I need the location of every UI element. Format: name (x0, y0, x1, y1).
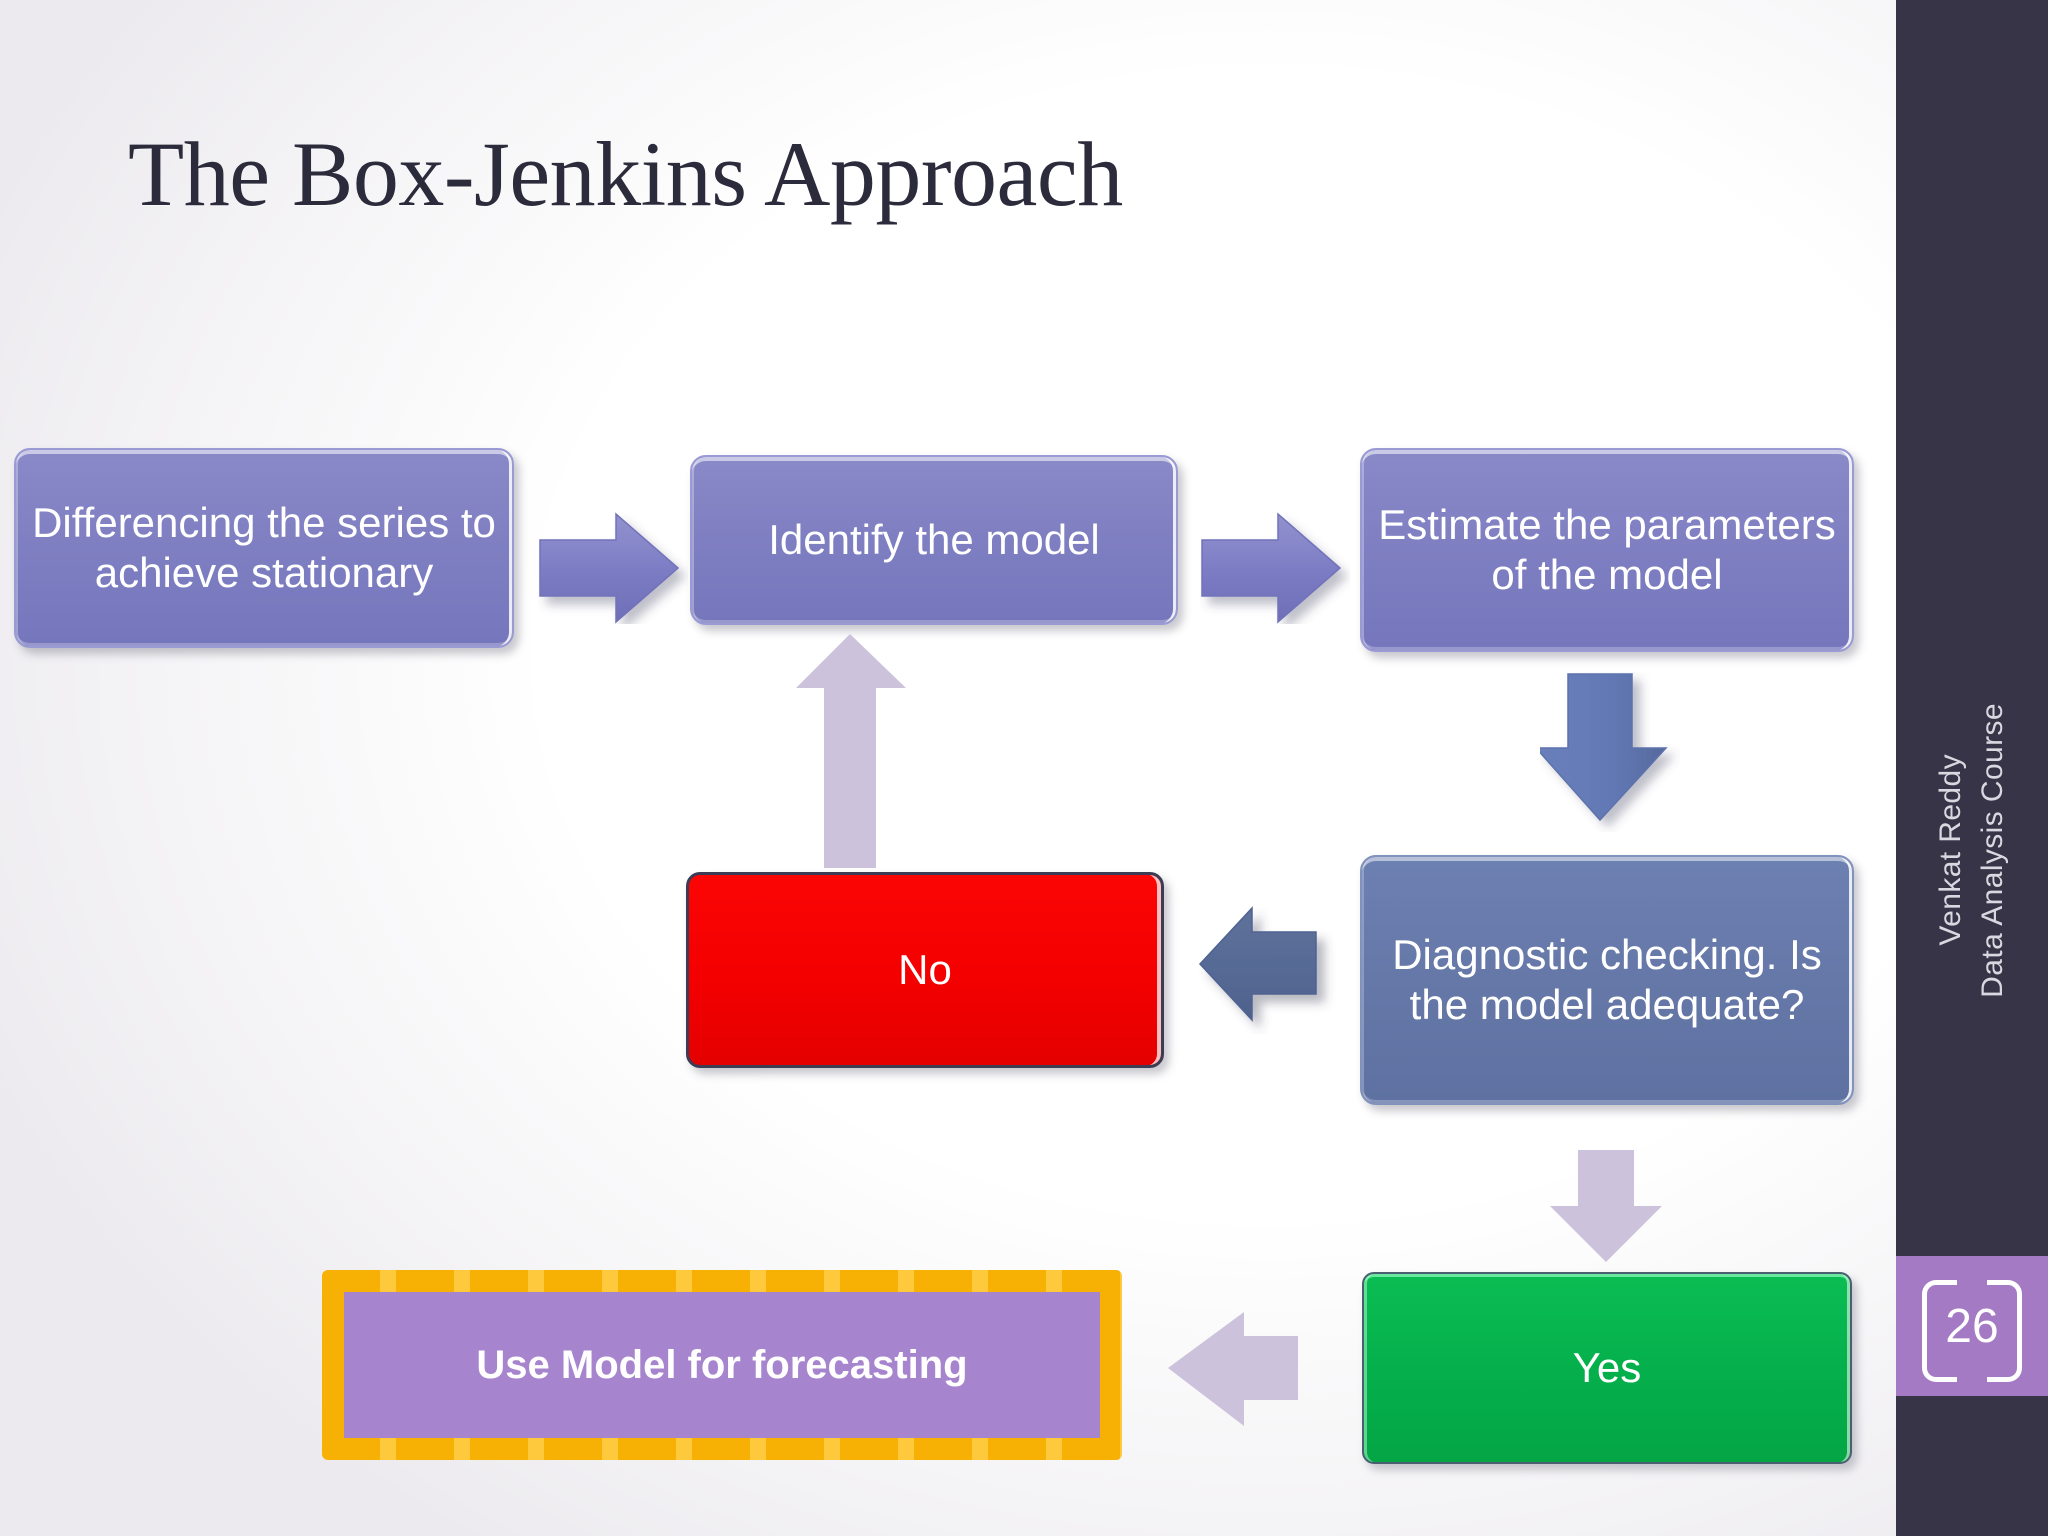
page-title: The Box-Jenkins Approach (128, 123, 1123, 225)
flow-node-estimate-label: Estimate the parameters of the model (1378, 501, 1836, 598)
flow-node-identify-label: Identify the model (768, 516, 1100, 564)
flow-node-no[interactable]: No (686, 872, 1164, 1068)
arrow-left-yes-to-forecast (1164, 1308, 1314, 1430)
flow-node-forecast[interactable]: Use Model for forecasting (344, 1292, 1100, 1438)
flow-node-identify[interactable]: Identify the model (690, 455, 1178, 625)
flow-node-estimate[interactable]: Estimate the parameters of the model (1360, 448, 1854, 652)
sidebar-course-label: Data Analysis Course (1976, 702, 2009, 998)
arrow-left-diagnostic-to-no (1196, 898, 1356, 1034)
arrow-down-diagnostic-to-yes (1540, 1148, 1670, 1268)
flow-node-yes[interactable]: Yes (1362, 1272, 1852, 1464)
bracket-left-icon (1922, 1280, 1957, 1382)
flow-node-differencing-label: Differencing the series to achieve stati… (32, 499, 496, 596)
arrow-down-estimate-to-diagnostic (1540, 672, 1680, 832)
arrow-right-differencing-to-identify (538, 512, 688, 624)
sidebar-credits: Data Analysis Course Venkat Reddy (1896, 600, 2048, 1100)
page-number-badge: 26 (1896, 1256, 2048, 1396)
flow-node-forecast-highlight: Use Model for forecasting (322, 1270, 1122, 1460)
bracket-right-icon (1987, 1280, 2022, 1382)
arrow-up-no-to-identify (792, 632, 912, 872)
flow-node-differencing[interactable]: Differencing the series to achieve stati… (14, 448, 514, 648)
flow-node-forecast-label: Use Model for forecasting (476, 1342, 968, 1387)
arrow-right-identify-to-estimate (1200, 512, 1350, 624)
sidebar-author-label: Venkat Reddy (1934, 754, 1967, 946)
flow-node-yes-label: Yes (1572, 1344, 1642, 1392)
page-number-label: 26 (1945, 1299, 1999, 1353)
flow-node-diagnostic-label: Diagnostic checking. Is the model adequa… (1392, 931, 1822, 1028)
flow-node-no-label: No (898, 946, 952, 994)
flow-node-diagnostic[interactable]: Diagnostic checking. Is the model adequa… (1360, 855, 1854, 1105)
